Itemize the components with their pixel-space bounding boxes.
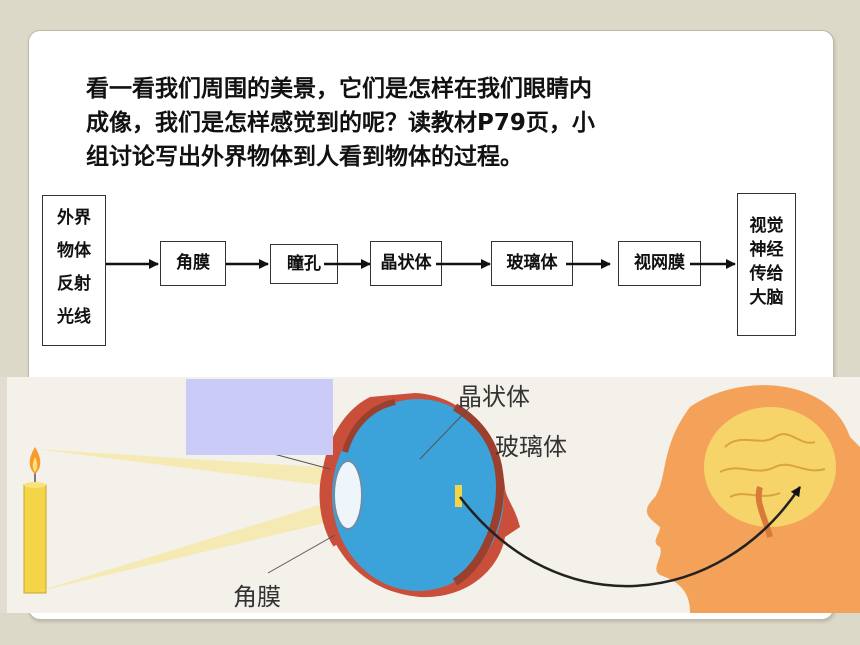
flow-box-lens: 晶状体 (370, 241, 442, 286)
pointer-line (267, 534, 336, 574)
flow-cornea-label: 角膜 (176, 253, 210, 273)
lens-shape (333, 460, 363, 530)
flow-box-brain: 视觉 神经 传给 大脑 (737, 193, 796, 336)
flow-source-line: 物体 (57, 241, 91, 261)
head-profile-icon (646, 385, 860, 613)
flow-retina-label: 视网膜 (634, 253, 685, 273)
question-line-3: 组讨论写出外界物体到人看到物体的过程。 (86, 144, 523, 170)
flow-box-retina: 视网膜 (618, 241, 701, 286)
optic-nerve-arrow (459, 486, 802, 588)
label-lens: 晶状体 (458, 383, 530, 411)
flow-brain-line: 神经 (749, 240, 784, 260)
flow-vitreous-label: 玻璃体 (506, 253, 558, 273)
flow-pupil-label: 瞳孔 (287, 254, 321, 274)
flow-source-line: 光线 (57, 307, 91, 327)
label-cornea: 角膜 (233, 583, 281, 611)
overlay-rectangle (186, 379, 333, 455)
question-text: 看一看我们周围的美景，它们是怎样在我们眼睛内 成像，我们是怎样感觉到的呢？读教材… (86, 72, 736, 174)
brain-icon (704, 407, 836, 527)
eyeball-icon (319, 393, 520, 598)
flow-brain-line: 视觉 (749, 216, 784, 236)
question-line-2: 成像，我们是怎样感觉到的呢？读教材P79页，小 (86, 110, 595, 136)
flow-brain-line: 传给 (749, 264, 784, 284)
pointer-line (419, 406, 471, 460)
flow-source-line: 外界 (57, 208, 91, 228)
flow-brain-line: 大脑 (749, 288, 784, 308)
question-line-1: 看一看我们周围的美景，它们是怎样在我们眼睛内 (86, 76, 592, 102)
candle-icon (23, 447, 47, 594)
flow-source-line: 反射 (57, 274, 91, 294)
flow-box-vitreous: 玻璃体 (491, 241, 573, 286)
flow-lens-label: 晶状体 (380, 253, 432, 273)
flow-box-light-source: 外界 物体 反射 光线 (42, 195, 106, 346)
flow-box-cornea: 角膜 (160, 241, 226, 286)
retina-image (455, 485, 462, 507)
eye-vision-illustration: 晶状体 玻璃体 角膜 (0, 377, 860, 613)
pointer-line (269, 452, 331, 470)
label-vitreous: 玻璃体 (495, 433, 567, 461)
illustration-edge (0, 377, 7, 613)
